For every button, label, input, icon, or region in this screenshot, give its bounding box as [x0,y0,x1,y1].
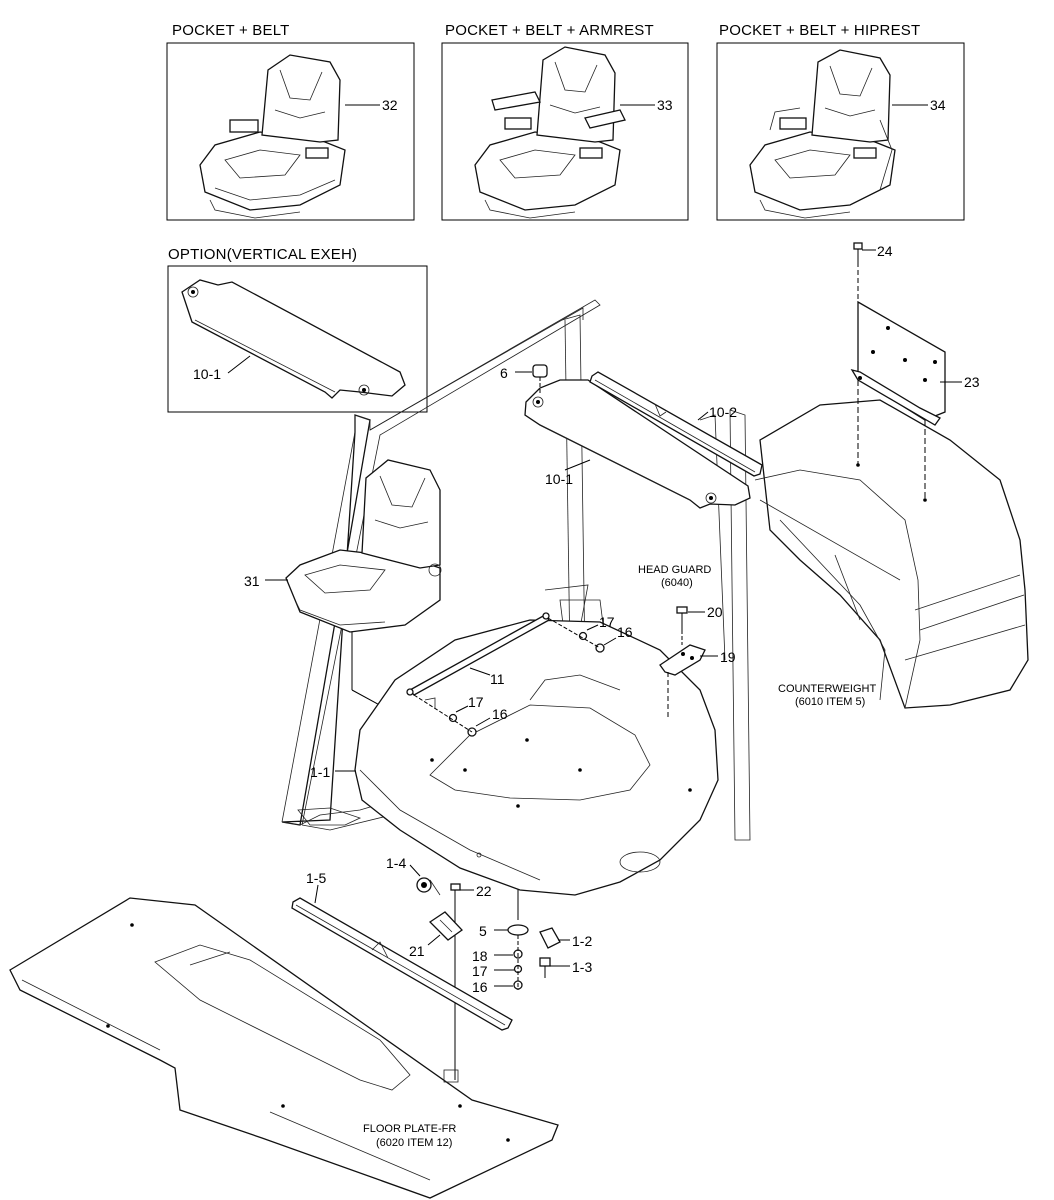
plate-10-1-drawing [524,379,751,509]
floor-plate-drawing [9,897,559,1199]
callout-1-3: 1-3 [572,959,592,975]
option-panel: 10-1 [167,265,428,413]
callout-17-stack: 17 [472,963,488,979]
callout-24: 24 [877,243,893,259]
seat-31-drawing [285,459,519,920]
latch-1-4-drawing [416,852,482,896]
rail-10-2-drawing [589,371,763,477]
screw-22-drawing [450,883,461,1080]
seat-option-panel-3: 34 [716,42,965,221]
callout-10-1: 10-1 [545,471,573,487]
strip-1-5-drawing [291,897,513,1031]
callout-18: 18 [472,948,488,964]
parts-stack-drawing [507,924,561,990]
callout-21: 21 [409,943,425,959]
callout-16-upper: 16 [617,624,633,640]
callout-1-1: 1-1 [310,764,330,780]
callout-17-upper: 17 [599,614,615,630]
callout-31: 31 [244,573,260,589]
seat-option-panel-2: 33 [441,42,689,221]
callout-1-4: 1-4 [386,855,406,871]
callout-10-1-option: 10-1 [193,366,221,382]
bolt-24-drawing [853,242,863,300]
counterweight-drawing [754,399,1029,709]
gas-spring-11-drawing [406,612,550,708]
hinge-19-drawing [659,644,706,720]
knob-6-drawing [532,364,548,395]
bracket-21-drawing [428,911,463,941]
callout-19: 19 [720,649,736,665]
callout-34: 34 [930,97,946,113]
callout-32: 32 [382,97,398,113]
callout-22: 22 [476,883,492,899]
seat-option-panel-1: 32 [166,42,415,221]
seat-option-1-title: POCKET + BELT [172,22,290,39]
callout-6: 6 [500,365,508,381]
head-guard-ref: (6040) [661,577,693,589]
seat-34-drawing [749,49,896,219]
callout-1-5: 1-5 [306,870,326,886]
seat-option-2-title: POCKET + BELT + ARMREST [445,22,654,39]
seat-32-drawing [199,54,346,219]
counterweight-ref: (6010 ITEM 5) [795,696,865,708]
callout-16-lower: 16 [492,706,508,722]
callout-5: 5 [479,923,487,939]
callout-16-stack: 16 [472,979,488,995]
seat-option-3-title: POCKET + BELT + HIPREST [719,22,921,39]
callout-17-lower: 17 [468,694,484,710]
frame-structure [281,299,751,841]
seat-33-drawing [474,46,626,219]
callout-11: 11 [490,671,505,687]
fasteners-upper-drawing [547,617,605,653]
fasteners-lower-drawing [413,694,477,737]
callout-33: 33 [657,97,673,113]
callout-1-2: 1-2 [572,933,592,949]
counterweight-label: COUNTERWEIGHT [778,683,876,695]
bracket-23-drawing [850,300,946,502]
callout-20: 20 [707,604,723,620]
floor-plate-ref: (6020 ITEM 12) [376,1137,452,1149]
callout-10-2: 10-2 [709,404,737,420]
floor-plate-label: FLOOR PLATE-FR [363,1123,456,1135]
head-guard-label: HEAD GUARD [638,564,711,576]
hood-1-1-drawing [354,619,719,896]
bolt-20-drawing [676,606,688,645]
option-plate-10-1-drawing [181,279,406,399]
callout-23: 23 [964,374,980,390]
option-panel-title: OPTION(VERTICAL EXEH) [168,246,358,263]
